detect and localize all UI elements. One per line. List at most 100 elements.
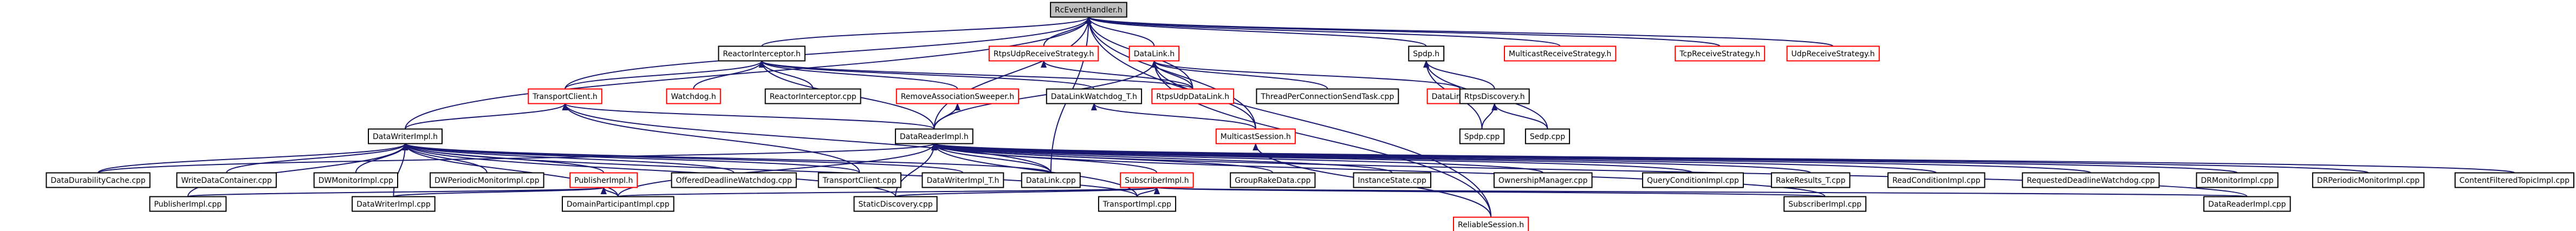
edge-rtpsDiscoveryH-to-spdpCpp xyxy=(1481,103,1498,129)
node-ownershipmanager-cpp[interactable]: OwnershipManager.cpp xyxy=(1493,172,1593,188)
node-reactorinterceptor-h[interactable]: ReactorInterceptor.h xyxy=(718,45,806,62)
node-box xyxy=(1046,88,1143,104)
node-datadurabilitycache-cpp[interactable]: DataDurabilityCache.cpp xyxy=(46,172,151,188)
node-label: DataWriterImpl.h xyxy=(373,133,438,141)
node-rtpsudpreceivestrategy-h[interactable]: RtpsUdpReceiveStrategy.h xyxy=(988,45,1099,62)
edge-spdpH-to-rtpsDiscoveryH xyxy=(1423,60,1495,89)
node-domainparticipantimpl-cpp[interactable]: DomainParticipantImpl.cpp xyxy=(562,196,674,212)
node-transportclient-h[interactable]: TransportClient.h xyxy=(528,88,602,104)
node-box xyxy=(988,45,1099,62)
node-label: DWMonitorImpl.cpp xyxy=(319,176,393,185)
node-transportimpl-cpp[interactable]: TransportImpl.cpp xyxy=(1098,196,1177,212)
node-multicastreceivestrategy-h[interactable]: MulticastReceiveStrategy.h xyxy=(1504,45,1617,62)
node-rtpsdiscovery-h[interactable]: RtpsDiscovery.h xyxy=(1459,88,1530,104)
edge-dataReaderImplH-to-contentFilteredTopicImplCpp xyxy=(932,143,2515,174)
node-label: TcpReceiveStrategy.h xyxy=(1679,50,1760,58)
node-publisherimpl-cpp[interactable]: PublisherImpl.cpp xyxy=(149,196,227,212)
node-threadperconnectionsendtask-cpp[interactable]: ThreadPerConnectionSendTask.cpp xyxy=(1256,88,1399,104)
node-staticdiscovery-cpp[interactable]: StaticDiscovery.cpp xyxy=(853,196,938,212)
node-instancestate-cpp[interactable]: InstanceState.cpp xyxy=(1353,172,1431,188)
node-label: ContentFilteredTopicImpl.cpp xyxy=(2460,176,2569,185)
node-label: DomainParticipantImpl.cpp xyxy=(567,200,670,209)
node-datawriterimpl-cpp[interactable]: DataWriterImpl.cpp xyxy=(352,196,436,212)
edge-reactorInterceptorH-to-removeAssociationSweeperH xyxy=(758,60,958,89)
node-label: RemoveAssociationSweeper.h xyxy=(901,93,1014,101)
node-datalinkwatchdog-t-h[interactable]: DataLinkWatchdog_T.h xyxy=(1046,88,1143,104)
node-queryconditionimpl-cpp[interactable]: QueryConditionImpl.cpp xyxy=(1642,172,1744,188)
node-box xyxy=(718,45,806,62)
node-drmonitorimpl-cpp[interactable]: DRMonitorImpl.cpp xyxy=(2196,172,2279,188)
node-reactorinterceptor-cpp[interactable]: ReactorInterceptor.cpp xyxy=(764,88,861,104)
node-removeassociationsweeper-h[interactable]: RemoveAssociationSweeper.h xyxy=(896,88,1020,104)
node-datalink-h[interactable]: DataLink.h xyxy=(1128,45,1180,62)
node-subscriberimpl-cpp[interactable]: SubscriberImpl.cpp xyxy=(1783,196,1867,212)
node-label: ThreadPerConnectionSendTask.cpp xyxy=(1260,93,1394,101)
node-dwmonitorimpl-cpp[interactable]: DWMonitorImpl.cpp xyxy=(313,172,399,188)
node-label: PublisherImpl.h xyxy=(574,176,633,185)
edge-rtpsDiscoveryH-to-sedpCpp xyxy=(1491,103,1548,129)
node-requesteddeadlinewatchdog-cpp[interactable]: RequestedDeadlineWatchdog.cpp xyxy=(2022,172,2160,188)
edge-dataWriterImplH-to-dwPeriodicMonitorImplCpp xyxy=(402,143,488,173)
node-datawriterimpl-t-h[interactable]: DataWriterImpl_T.h xyxy=(922,172,1004,188)
edge-dataLinkH-to-threadPerConnectionSendTaskCpp xyxy=(1151,60,1328,89)
node-box xyxy=(894,128,974,144)
node-udpreceivestrategy-h[interactable]: UdpReceiveStrategy.h xyxy=(1786,45,1880,62)
node-multicastsession-h[interactable]: MulticastSession.h xyxy=(1215,128,1296,144)
node-box xyxy=(853,196,938,212)
node-box xyxy=(1459,128,1505,144)
node-contentfilteredtopicimpl-cpp[interactable]: ContentFilteredTopicImpl.cpp xyxy=(2454,172,2574,188)
node-label: DataWriterImpl_T.h xyxy=(926,176,999,185)
node-rceventhandler-h[interactable]: RcEventHandler.h xyxy=(1050,2,1127,18)
node-label: RequestedDeadlineWatchdog.cpp xyxy=(2027,176,2155,185)
edge-root-to-multicastReceiveStrategyH xyxy=(1086,16,1561,47)
node-label: RtpsDiscovery.h xyxy=(1464,93,1525,101)
node-label: PublisherImpl.cpp xyxy=(154,200,222,209)
node-label: SubscriberImpl.cpp xyxy=(1788,200,1861,209)
node-publisherimpl-h[interactable]: PublisherImpl.h xyxy=(569,172,638,188)
node-reliablesession-h[interactable]: ReliableSession.h xyxy=(1453,216,1529,231)
node-datalink-cpp[interactable]: DataLink.cpp xyxy=(1021,172,1081,188)
node-rtpsudpdatalink-h[interactable]: RtpsUdpDataLink.h xyxy=(1151,88,1235,104)
edge-dataReaderImplH-to-instanceStateCpp xyxy=(931,143,1393,174)
node-spdp-cpp[interactable]: Spdp.cpp xyxy=(1459,128,1505,144)
node-readconditionimpl-cpp[interactable]: ReadConditionImpl.cpp xyxy=(1887,172,1985,188)
edge-root-to-reactorInterceptorH xyxy=(761,16,1092,47)
node-label: DWPeriodicMonitorImpl.cpp xyxy=(434,176,540,185)
node-label: DataReaderImpl.cpp xyxy=(2208,200,2286,209)
node-spdp-h[interactable]: Spdp.h xyxy=(1408,45,1445,62)
node-box xyxy=(1786,45,1880,62)
edge-dataReaderImplH-to-dataReaderImplCpp xyxy=(931,143,2248,197)
edge-transportClientH-to-dataLinkCpp xyxy=(562,103,1052,173)
node-label: DataWriterImpl.cpp xyxy=(356,200,431,209)
node-watchdog-h[interactable]: Watchdog.h xyxy=(666,88,721,104)
node-box xyxy=(1215,128,1296,144)
node-subscriberimpl-h[interactable]: SubscriberImpl.h xyxy=(1120,172,1194,188)
node-label: SubscriberImpl.h xyxy=(1125,176,1189,185)
node-sedp-cpp[interactable]: Sedp.cpp xyxy=(1524,128,1571,144)
node-box xyxy=(1783,196,1867,212)
node-tcpreceivestrategy-h[interactable]: TcpReceiveStrategy.h xyxy=(1675,45,1766,62)
node-dwperiodicmonitorimpl-cpp[interactable]: DWPeriodicMonitorImpl.cpp xyxy=(430,172,544,188)
edge-root-to-transportClientH xyxy=(564,16,1092,89)
node-box xyxy=(1021,172,1081,188)
node-box xyxy=(528,88,602,104)
node-label: Sedp.cpp xyxy=(1530,133,1565,141)
node-offereddeadlinewatchdog-cpp[interactable]: OfferedDeadlineWatchdog.cpp xyxy=(671,172,797,188)
node-box xyxy=(1098,196,1177,212)
node-label: DataDurabilityCache.cpp xyxy=(50,176,145,185)
node-grouprakedata-cpp[interactable]: GroupRakeData.cpp xyxy=(1230,172,1316,188)
node-datawriterimpl-h[interactable]: DataWriterImpl.h xyxy=(368,128,443,144)
edge-reactorInterceptorH-to-watchdogH xyxy=(693,60,765,89)
node-box xyxy=(1524,128,1571,144)
node-datareaderimpl-cpp[interactable]: DataReaderImpl.cpp xyxy=(2203,196,2291,212)
node-transportclient-cpp[interactable]: TransportClient.cpp xyxy=(817,172,901,188)
node-writedatacontainer-cpp[interactable]: WriteDataContainer.cpp xyxy=(176,172,277,188)
node-box xyxy=(1408,45,1445,62)
node-drperiodicmonitorimpl-cpp[interactable]: DRPeriodicMonitorImpl.cpp xyxy=(2312,172,2425,188)
node-box xyxy=(1493,172,1593,188)
edge-reactorInterceptorH-to-rtpsUdpDataLinkH xyxy=(758,60,1193,90)
node-box xyxy=(2312,172,2425,188)
node-rakeresults-t-cpp[interactable]: RakeResults_T.cpp xyxy=(1770,172,1851,188)
node-datareaderimpl-h[interactable]: DataReaderImpl.h xyxy=(894,128,974,144)
